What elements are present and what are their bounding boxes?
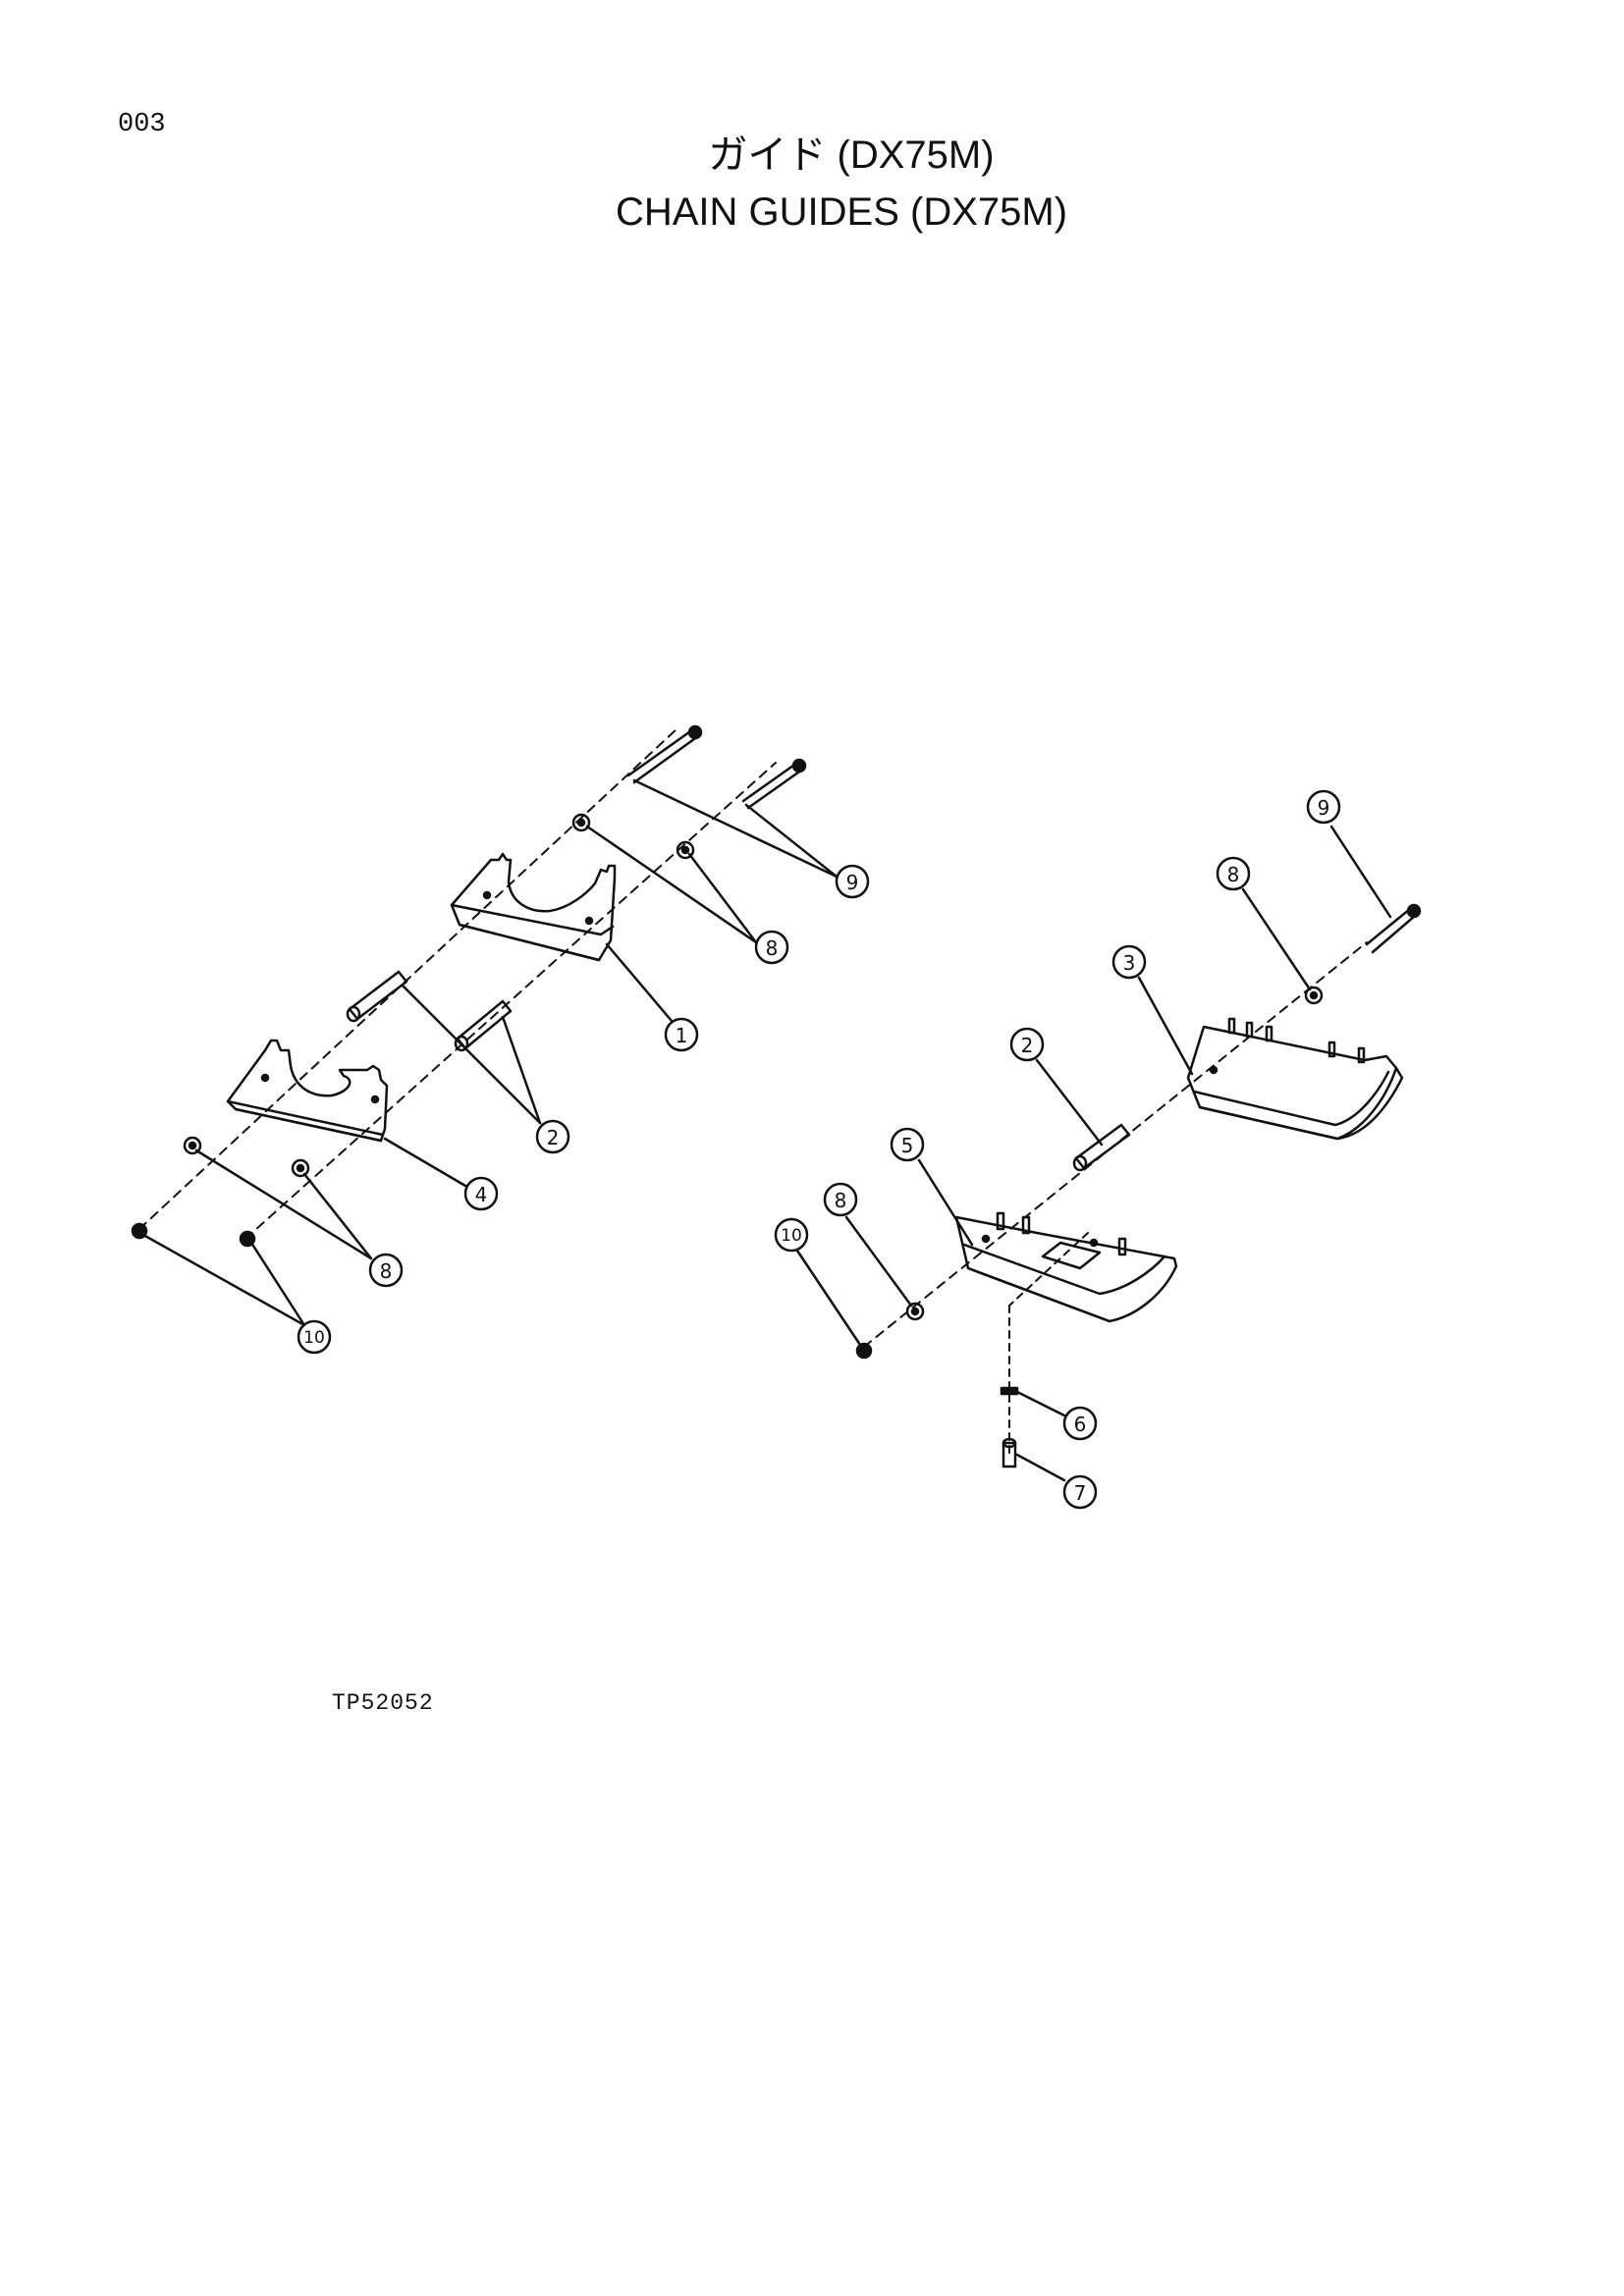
- callout-8-left-top: 8: [754, 930, 789, 965]
- page-number: 003: [118, 110, 166, 139]
- washer-left-bottom-1: [183, 1136, 202, 1155]
- guide-part-3: [1186, 1017, 1404, 1141]
- guide-part-5: [954, 1211, 1178, 1323]
- svg-text:8: 8: [766, 936, 779, 960]
- washer-left-top-2: [676, 840, 695, 860]
- svg-text:4: 4: [475, 1183, 488, 1206]
- leader-4: [383, 1137, 467, 1188]
- leader-8b-2: [302, 1172, 373, 1260]
- bolt-left-1: [626, 724, 703, 784]
- svg-text:2: 2: [1021, 1034, 1034, 1057]
- svg-text:10: 10: [303, 1328, 325, 1348]
- leader-9a-1: [632, 778, 839, 879]
- svg-text:1: 1: [676, 1024, 688, 1047]
- svg-text:10: 10: [781, 1226, 802, 1246]
- leader-3: [1137, 976, 1194, 1076]
- leader-2a-2: [501, 1015, 542, 1125]
- svg-text:7: 7: [1074, 1481, 1087, 1505]
- leader-8a-1: [585, 825, 758, 944]
- leader-7: [1015, 1453, 1066, 1482]
- washer-left-bottom-2: [291, 1158, 310, 1178]
- roller-left-1: [346, 970, 408, 1023]
- leader-8c: [1241, 887, 1312, 991]
- svg-text:6: 6: [1074, 1413, 1087, 1436]
- callout-8-left-bottom: 8: [368, 1253, 404, 1288]
- bolt-left-2: [741, 758, 807, 810]
- callout-2-right: 2: [1009, 1027, 1045, 1062]
- callout-7: 7: [1062, 1474, 1098, 1510]
- leader-1: [605, 942, 674, 1023]
- drawing-reference-code: TP52052: [332, 1690, 434, 1716]
- callout-4: 4: [463, 1176, 499, 1211]
- leader-8d: [844, 1215, 913, 1308]
- leader-10a-2: [249, 1241, 306, 1327]
- leader-9a-2: [744, 803, 839, 879]
- svg-text:8: 8: [1227, 863, 1240, 886]
- roller-right: [1072, 1123, 1131, 1172]
- callout-9-left: 9: [835, 864, 870, 899]
- callout-10-left: 10: [297, 1319, 332, 1355]
- assembly-axis-right-vertical-a: [1008, 1232, 1089, 1307]
- bracket-part-4: [226, 1039, 389, 1143]
- title-japanese: ガイド (DX75M): [708, 133, 995, 177]
- leader-5: [917, 1158, 974, 1247]
- assembly-axis-left-1: [138, 727, 678, 1230]
- callout-6: 6: [1062, 1406, 1098, 1441]
- leader-10a-1: [141, 1233, 306, 1327]
- title-english: CHAIN GUIDES (DX75M): [615, 190, 1068, 234]
- callout-9-right: 9: [1306, 789, 1341, 825]
- svg-text:2: 2: [547, 1126, 560, 1149]
- svg-text:8: 8: [835, 1189, 847, 1212]
- bolt-right: [1365, 903, 1422, 954]
- leader-8a-2: [687, 852, 758, 944]
- bolt-part-7: [1001, 1437, 1017, 1468]
- callout-1: 1: [664, 1017, 699, 1052]
- svg-text:9: 9: [846, 871, 859, 894]
- svg-text:8: 8: [380, 1259, 393, 1283]
- callout-8-right-top: 8: [1216, 856, 1251, 891]
- callout-5: 5: [890, 1127, 925, 1162]
- washer-part-6: [1000, 1386, 1019, 1396]
- svg-text:9: 9: [1318, 796, 1330, 820]
- svg-text:3: 3: [1123, 951, 1136, 975]
- leader-9b: [1329, 825, 1392, 919]
- leader-6: [1015, 1390, 1066, 1417]
- leader-8b-1: [194, 1148, 373, 1260]
- leader-2a-1: [401, 984, 542, 1125]
- assembly-axis-left-2: [244, 762, 777, 1240]
- callout-2-left: 2: [535, 1119, 570, 1154]
- nut-right: [855, 1342, 873, 1360]
- callout-8-right-bottom: 8: [823, 1182, 858, 1217]
- washer-left-top-1: [571, 813, 591, 832]
- leader-2b: [1035, 1058, 1104, 1147]
- bracket-part-1: [450, 852, 617, 962]
- washer-right-bottom: [905, 1302, 925, 1321]
- callout-10-right: 10: [774, 1217, 809, 1253]
- leader-10b: [795, 1249, 862, 1347]
- washer-right-top: [1304, 986, 1324, 1005]
- callout-3: 3: [1111, 944, 1147, 980]
- svg-text:5: 5: [901, 1134, 914, 1157]
